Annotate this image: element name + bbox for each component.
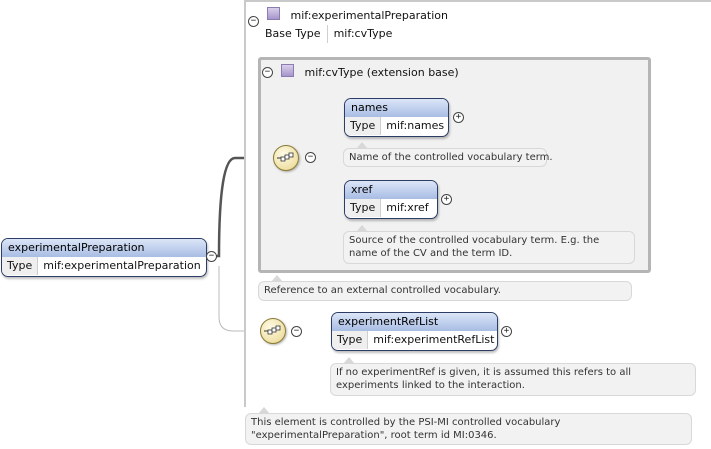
- sequence-compositor-icon[interactable]: [273, 145, 299, 171]
- extension-base-label: mif:cvType (extension base): [304, 66, 459, 79]
- base-type-row: Base Type mif:cvType: [265, 25, 392, 43]
- reflist-doc: If no experimentRef is given, it is assu…: [330, 357, 696, 396]
- base-type-key: Base Type: [265, 25, 328, 43]
- root-element-type-key: Type: [2, 257, 39, 275]
- expand-names-icon[interactable]: +: [453, 112, 464, 123]
- expand-reflist-icon[interactable]: +: [501, 326, 512, 337]
- root-element-type-value: mif:experimentalPreparation: [43, 259, 201, 272]
- reflist-type-value: mif:experimentRefList: [373, 333, 495, 346]
- collapse-sequence-icon[interactable]: −: [305, 152, 316, 163]
- element-names-type-key: Type: [345, 117, 382, 135]
- sequence-glyph-outer-icon: [264, 325, 281, 335]
- sequence-compositor-outer-icon[interactable]: [260, 318, 286, 344]
- element-names[interactable]: names Type mif:names: [344, 98, 449, 137]
- element-doc: This element is controlled by the PSI-MI…: [245, 407, 692, 445]
- root-element-type-row: Type mif:experimentalPreparation: [2, 257, 206, 275]
- element-xref-type-value: mif:xref: [386, 201, 429, 214]
- complex-type-name: mif:experimentalPreparation: [290, 9, 448, 22]
- collapse-root-icon[interactable]: −: [206, 251, 217, 262]
- collapse-extension-icon[interactable]: −: [262, 67, 273, 78]
- element-experimentRefList[interactable]: experimentRefList Type mif:experimentRef…: [331, 312, 498, 351]
- reflist-title: experimentRefList: [332, 313, 497, 331]
- collapse-complex-type-icon[interactable]: −: [248, 16, 259, 27]
- complex-type-title: mif:experimentalPreparation: [267, 7, 448, 22]
- element-xref[interactable]: xref Type mif:xref: [344, 180, 438, 219]
- element-xref-type-row: Type mif:xref: [345, 199, 437, 217]
- collapse-sequence-outer-icon[interactable]: −: [291, 326, 302, 337]
- type-square-icon: [281, 64, 294, 77]
- element-experimentalPreparation[interactable]: experimentalPreparation Type mif:experim…: [1, 238, 207, 277]
- element-xref-title: xref: [345, 181, 437, 199]
- element-names-title: names: [345, 99, 448, 117]
- element-names-type-value: mif:names: [386, 119, 445, 132]
- sequence-glyph-icon: [277, 152, 294, 162]
- element-xref-type-key: Type: [345, 199, 382, 217]
- complex-type-square-icon: [267, 7, 280, 20]
- base-type-value: mif:cvType: [333, 27, 393, 40]
- root-element-title: experimentalPreparation: [2, 239, 206, 257]
- reflist-type-key: Type: [332, 331, 369, 349]
- extension-base-title: mif:cvType (extension base): [281, 64, 459, 79]
- names-doc: Name of the controlled vocabulary term.: [343, 142, 553, 167]
- element-names-type-row: Type mif:names: [345, 117, 448, 135]
- reflist-type-row: Type mif:experimentRefList: [332, 331, 497, 349]
- xref-doc: Source of the controlled vocabulary term…: [343, 225, 635, 264]
- extension-doc: Reference to an external controlled voca…: [258, 275, 632, 301]
- expand-xref-icon[interactable]: +: [441, 194, 452, 205]
